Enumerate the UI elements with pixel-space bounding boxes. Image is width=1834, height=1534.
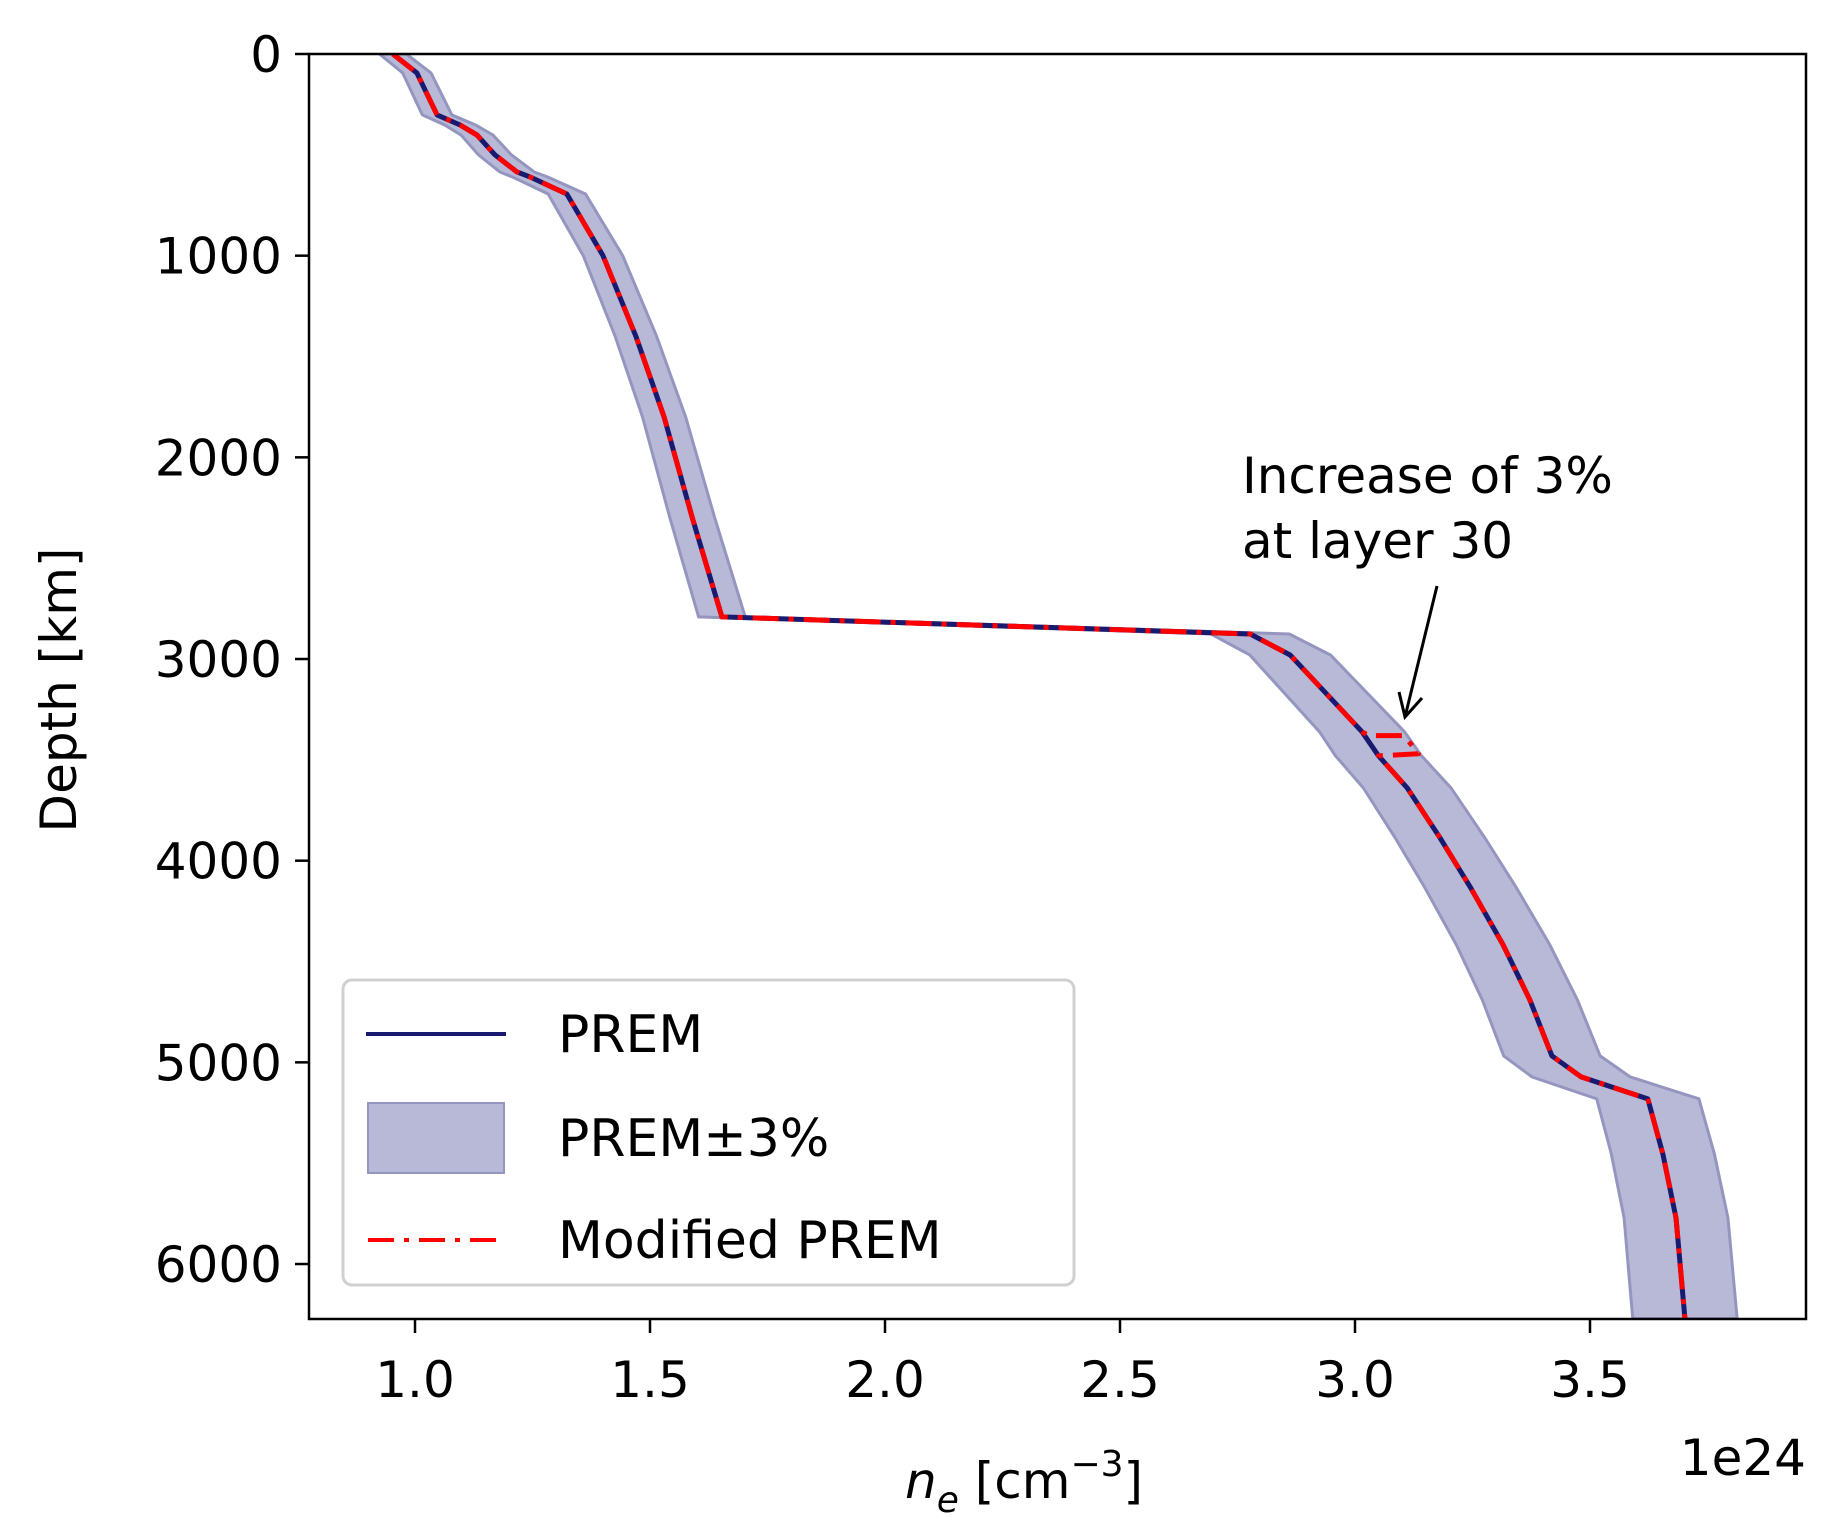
x-tick-label: 3.0 <box>1315 1351 1395 1409</box>
modified-prem-line <box>391 54 1688 1319</box>
y-tick-label: 3000 <box>155 631 282 689</box>
legend: PREM PREM±3% Modified PREM <box>341 978 1076 1287</box>
y-axis-ticks: 0 1000 2000 3000 4000 5000 6000 <box>155 26 309 1294</box>
legend-label-prem: PREM <box>558 1005 703 1065</box>
x-tick-label: 1.0 <box>375 1351 455 1409</box>
annotation-arrow-shaft <box>1403 585 1439 718</box>
x-axis-ticks: 1.0 1.5 2.0 2.5 3.0 3.5 <box>375 1319 1630 1409</box>
plot-frame <box>307 52 1808 1321</box>
x-axis-offset-text: 1e24 <box>1680 1429 1806 1487</box>
x-tick-label: 2.5 <box>1080 1351 1160 1409</box>
x-axis-label: ne [cm−3] <box>905 1444 1143 1521</box>
x-tick-label: 3.5 <box>1550 1351 1630 1409</box>
y-tick-label: 5000 <box>155 1034 282 1092</box>
legend-frame <box>341 978 1076 1287</box>
annotation-text-line1: Increase of 3% <box>1242 447 1613 505</box>
legend-band-swatch <box>367 1102 505 1174</box>
annotation-text-line2: at layer 30 <box>1242 512 1513 570</box>
x-tick-label: 1.5 <box>610 1351 690 1409</box>
y-tick-label: 4000 <box>155 833 282 891</box>
y-axis-label: Depth [km] <box>30 548 88 833</box>
legend-label-modified: Modified PREM <box>558 1211 942 1271</box>
y-tick-label: 2000 <box>155 429 282 487</box>
x-tick-label: 2.0 <box>845 1351 925 1409</box>
annotation-layer-30: Increase of 3% at layer 30 <box>1242 447 1613 721</box>
y-tick-label: 1000 <box>155 228 282 286</box>
prem-lines <box>391 54 1688 1319</box>
y-tick-label: 0 <box>250 26 282 84</box>
legend-label-band: PREM±3% <box>558 1109 829 1169</box>
annotation-arrow-head-icon <box>1397 691 1424 721</box>
y-tick-label: 6000 <box>155 1236 282 1294</box>
